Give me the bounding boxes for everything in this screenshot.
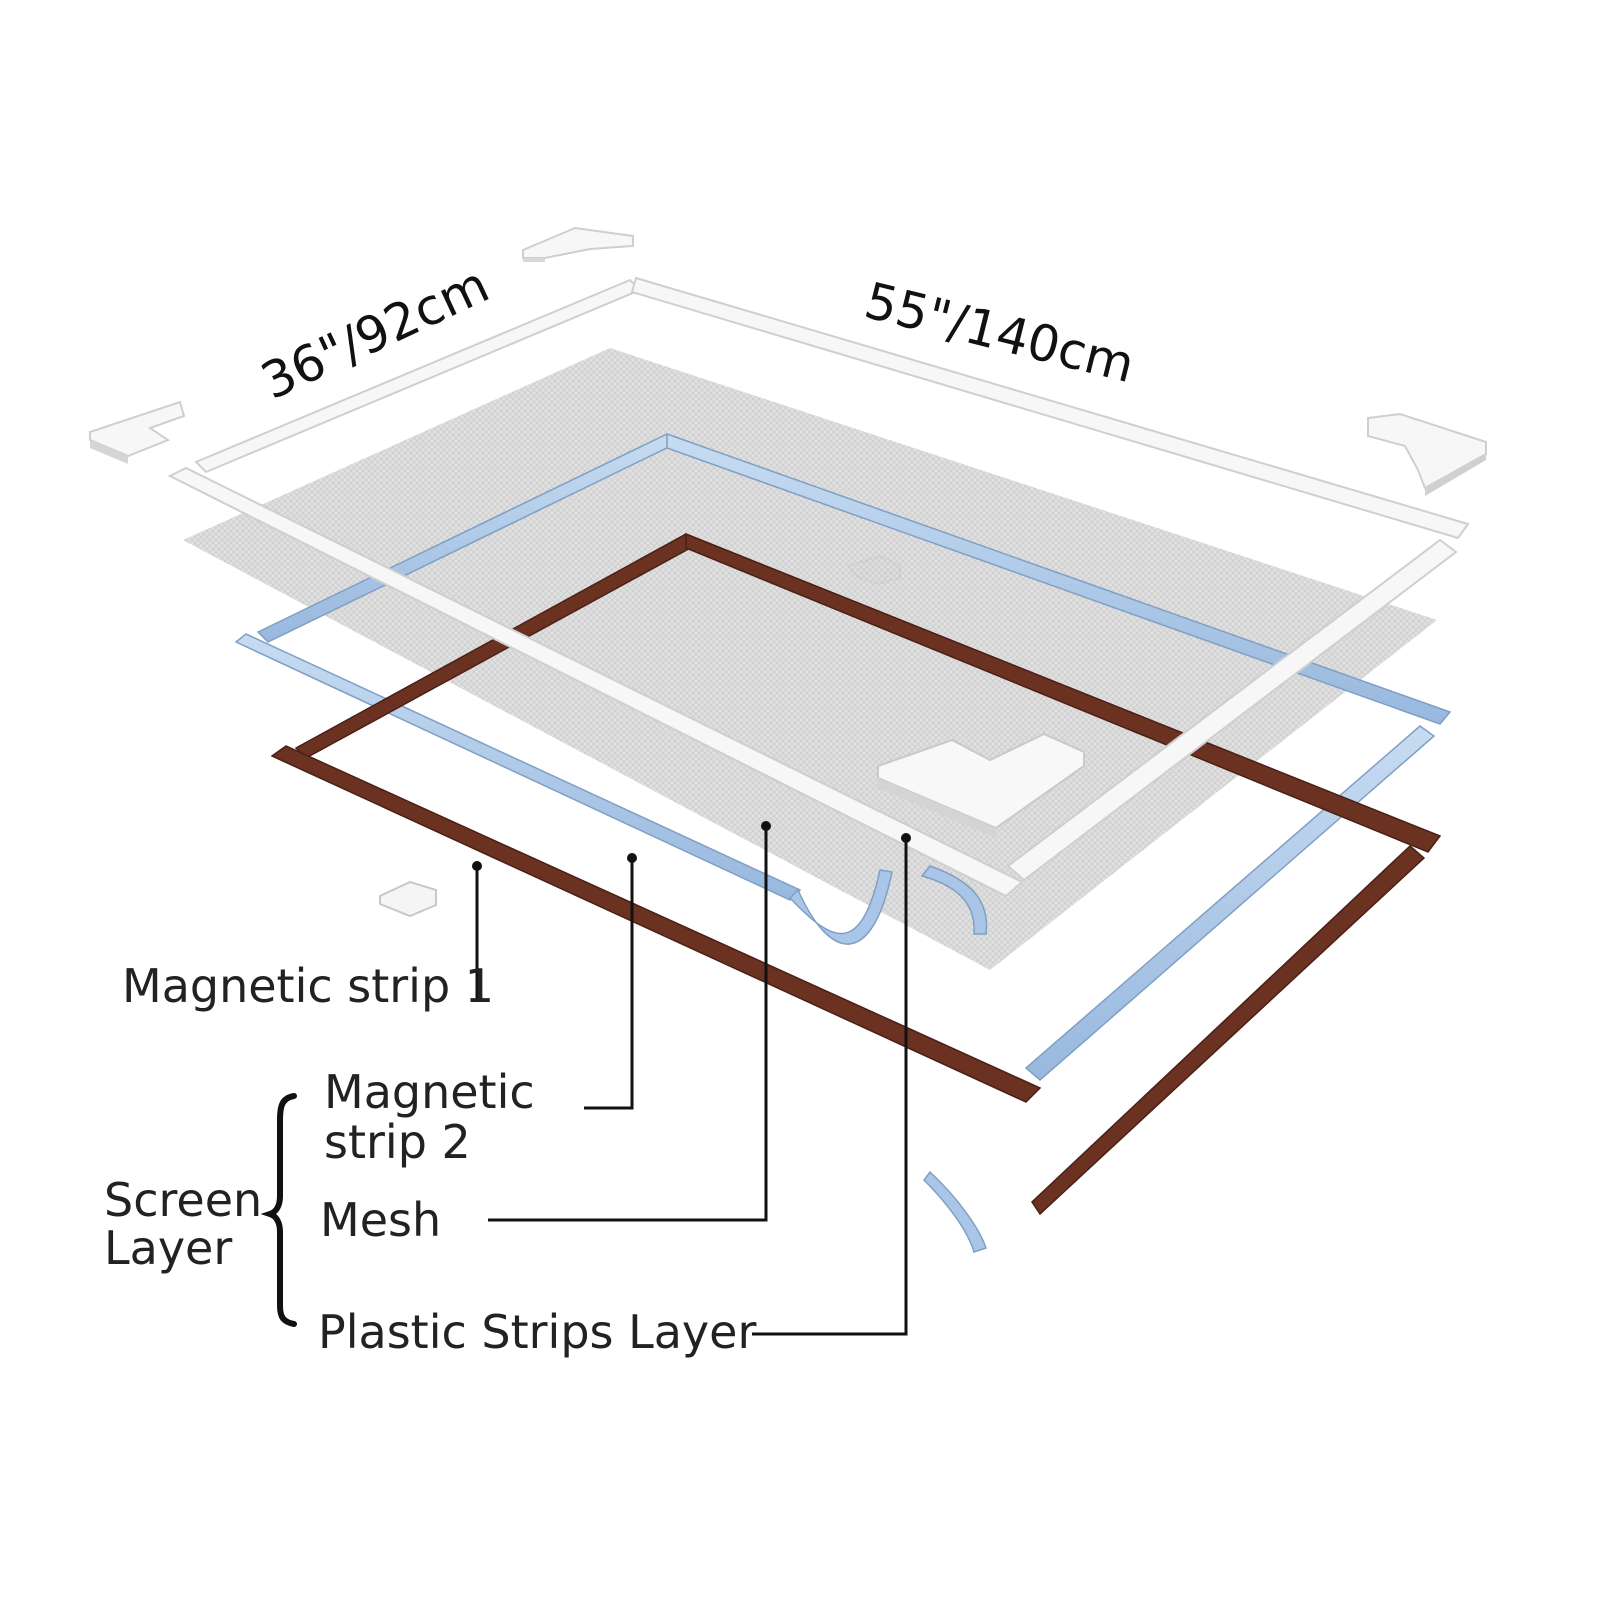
anchor-plastic-strips <box>901 833 911 843</box>
callout-plastic-strips: Plastic Strips Layer <box>318 1305 756 1359</box>
screen-layer-label-line2: Layer <box>104 1221 232 1275</box>
screen-layer-brace <box>260 1093 297 1327</box>
anchor-magnetic-strip-2 <box>627 853 637 863</box>
callout-magnetic-strip-1: Magnetic strip 1 <box>122 959 494 1013</box>
anchor-mesh <box>761 821 771 831</box>
anchor-magnetic-strip-1 <box>472 861 482 871</box>
brown-strip-frame <box>270 532 1442 1216</box>
callout-magnetic-strip-2-line1: Magnetic <box>324 1065 535 1119</box>
corner-piece-large <box>877 732 1085 838</box>
magnetic-strip-frame <box>234 432 1452 1253</box>
callout-magnetic-strip-2-line2: strip 2 <box>324 1115 471 1169</box>
corner-piece-right <box>1367 412 1487 496</box>
corner-piece-left <box>89 400 186 464</box>
mesh-sheet <box>183 348 1437 970</box>
leader-plastic-strips <box>752 838 908 1336</box>
corner-piece-bottom-small <box>379 880 437 918</box>
corner-piece-top <box>522 226 634 262</box>
leader-magnetic-strip-2 <box>584 858 634 1110</box>
white-plastic-frame <box>167 276 1470 898</box>
leader-mesh <box>488 826 768 1222</box>
length-dimension-label: 55"/140cm <box>859 271 1140 394</box>
callout-mesh: Mesh <box>320 1193 441 1247</box>
screen-layer-label-line1: Screen <box>104 1173 262 1227</box>
